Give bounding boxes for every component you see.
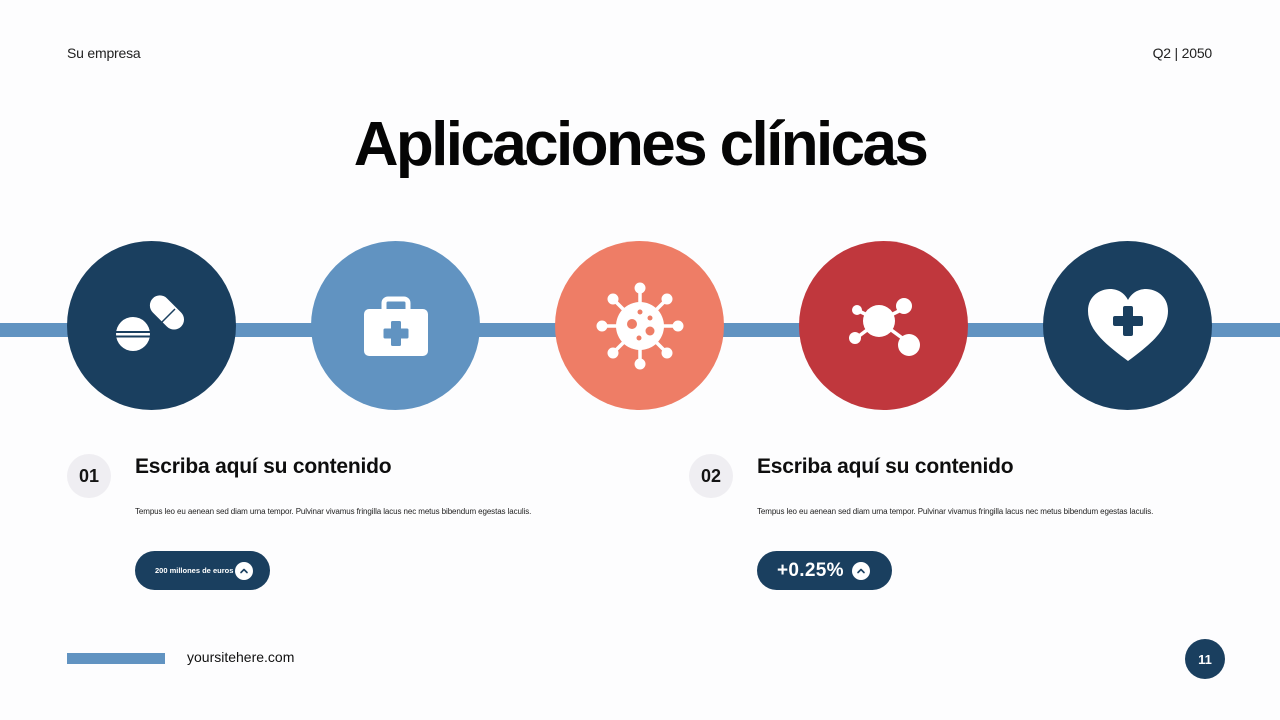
page-number: 11 xyxy=(1185,639,1225,679)
item-heading: Escriba aquí su contenido xyxy=(757,455,1014,478)
period-label: Q2 | 2050 xyxy=(1152,45,1213,61)
value-pill[interactable]: +0.25% xyxy=(757,551,892,590)
timeline-circle-3 xyxy=(555,241,724,410)
item-body: Tempus leo eu aenean sed diam urna tempo… xyxy=(757,507,1154,516)
timeline-circle-1 xyxy=(67,241,236,410)
pills-icon xyxy=(114,294,184,351)
footer-accent-bar xyxy=(67,653,165,664)
footer-site-link[interactable]: yoursitehere.com xyxy=(187,649,295,665)
chevron-up-icon xyxy=(851,561,870,580)
value-pill[interactable]: 200 millones de euros xyxy=(135,551,270,590)
number-badge: 01 xyxy=(67,454,111,498)
heart-cross-icon xyxy=(1087,288,1168,361)
timeline-circle-2 xyxy=(311,241,480,410)
virus-icon xyxy=(596,282,683,369)
timeline-circle-5 xyxy=(1043,241,1212,410)
pill-label: 200 millones de euros xyxy=(155,566,234,575)
pill-label: +0.25% xyxy=(777,559,844,581)
item-heading: Escriba aquí su contenido xyxy=(135,455,392,478)
timeline-circle-4 xyxy=(799,241,968,410)
chevron-up-icon xyxy=(235,561,254,580)
company-name: Su empresa xyxy=(67,45,141,61)
first-aid-kit-icon xyxy=(363,296,428,356)
number-badge: 02 xyxy=(689,454,733,498)
page-title: Aplicaciones clínicas xyxy=(353,110,929,179)
molecule-icon xyxy=(848,297,920,356)
item-body: Tempus leo eu aenean sed diam urna tempo… xyxy=(135,507,532,516)
